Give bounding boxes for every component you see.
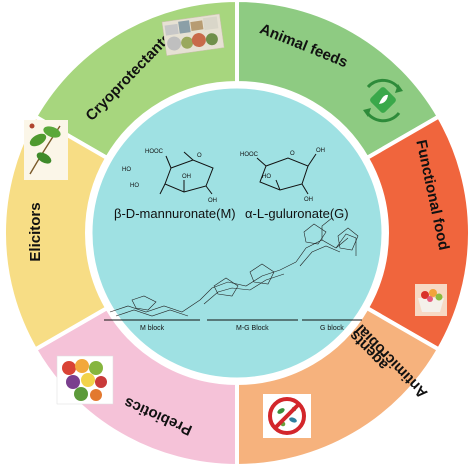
- svg-text:HO: HO: [122, 167, 131, 173]
- center-circle: [89, 85, 385, 381]
- alginate-chain-structure: [109, 217, 359, 317]
- label-elicitors: Elicitors: [27, 202, 44, 261]
- food-bowl-photo-icon: [415, 284, 447, 316]
- label-m-block: M block: [140, 325, 165, 332]
- svg-text:HO: HO: [262, 174, 271, 180]
- svg-text:OH: OH: [208, 198, 217, 204]
- svg-text:OH: OH: [316, 148, 325, 154]
- svg-text:O: O: [290, 151, 295, 157]
- molecule-mannuronate: HOOC HO OH HO OH O: [122, 149, 217, 204]
- svg-text:OH: OH: [304, 197, 313, 203]
- caption-guluronate: α-L-guluronate(G): [245, 206, 349, 221]
- plant-seedling-photo-icon: [24, 120, 68, 180]
- label-mg-block: M-G Block: [236, 325, 269, 332]
- label-g-block: G block: [320, 325, 344, 332]
- svg-text:HOOC: HOOC: [145, 149, 164, 155]
- recycle-leaf-icon: [363, 78, 403, 123]
- svg-text:OH: OH: [182, 174, 191, 180]
- svg-text:HOOC: HOOC: [240, 152, 259, 158]
- no-bacteria-icon: [263, 394, 311, 438]
- svg-text:O: O: [197, 153, 202, 159]
- fruit-vegetable-photo-icon: [56, 355, 114, 405]
- frozen-food-photo-icon: [161, 13, 225, 56]
- svg-text:HO: HO: [130, 183, 139, 189]
- caption-mannuronate: β-D-mannuronate(M): [114, 206, 236, 221]
- molecule-guluronate: HOOC OH HO OH O: [240, 148, 325, 203]
